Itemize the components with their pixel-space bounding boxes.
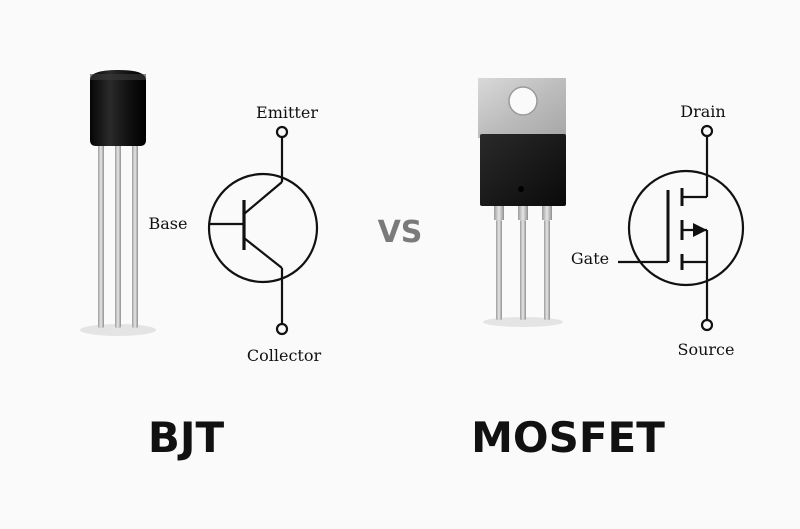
bjt-collector-line — [243, 237, 283, 269]
bjt-package-top — [90, 74, 146, 80]
mosfet-drain-label: Drain — [680, 102, 725, 121]
mosfet-drain-terminal — [700, 124, 714, 138]
bjt-leg-right — [132, 140, 138, 328]
mosfet-body-dot — [518, 186, 524, 192]
bjt-base-label: Base — [149, 214, 188, 233]
mosfet-photo — [478, 78, 566, 327]
bjt-leg-middle — [115, 140, 121, 328]
mosfet-leg-middle — [520, 220, 526, 320]
bjt-emitter-label: Emitter — [256, 103, 318, 122]
mosfet-shadow — [483, 317, 563, 327]
bjt-symbol-circle — [207, 172, 319, 284]
mosfet-symbol-circle — [627, 169, 745, 287]
versus-label: VS — [378, 215, 423, 250]
bjt-photo — [80, 70, 156, 336]
mosfet-leg-shoulder-left — [494, 206, 504, 220]
bjt-emitter-line — [243, 181, 283, 215]
mosfet-leg-shoulder-middle — [518, 206, 528, 220]
mosfet-mounting-hole — [508, 86, 538, 116]
mosfet-symbol — [618, 124, 745, 332]
bjt-symbol — [207, 125, 319, 336]
mosfet-leg-right — [544, 220, 550, 320]
bjt-package-body — [90, 70, 146, 146]
bjt-title: BJT — [148, 413, 225, 462]
bjt-emitter-terminal — [275, 125, 289, 139]
bjt-leg-left — [98, 140, 104, 328]
mosfet-title: MOSFET — [471, 413, 665, 462]
mosfet-gate-label: Gate — [571, 249, 609, 268]
bjt-collector-terminal — [275, 322, 289, 336]
mosfet-arrow — [693, 223, 707, 237]
bjt-collector-label: Collector — [247, 346, 322, 365]
mosfet-leg-left — [496, 220, 502, 320]
mosfet-leg-shoulder-right — [542, 206, 552, 220]
mosfet-package-body — [480, 134, 566, 206]
mosfet-source-label: Source — [678, 340, 735, 359]
mosfet-source-terminal — [700, 318, 714, 332]
